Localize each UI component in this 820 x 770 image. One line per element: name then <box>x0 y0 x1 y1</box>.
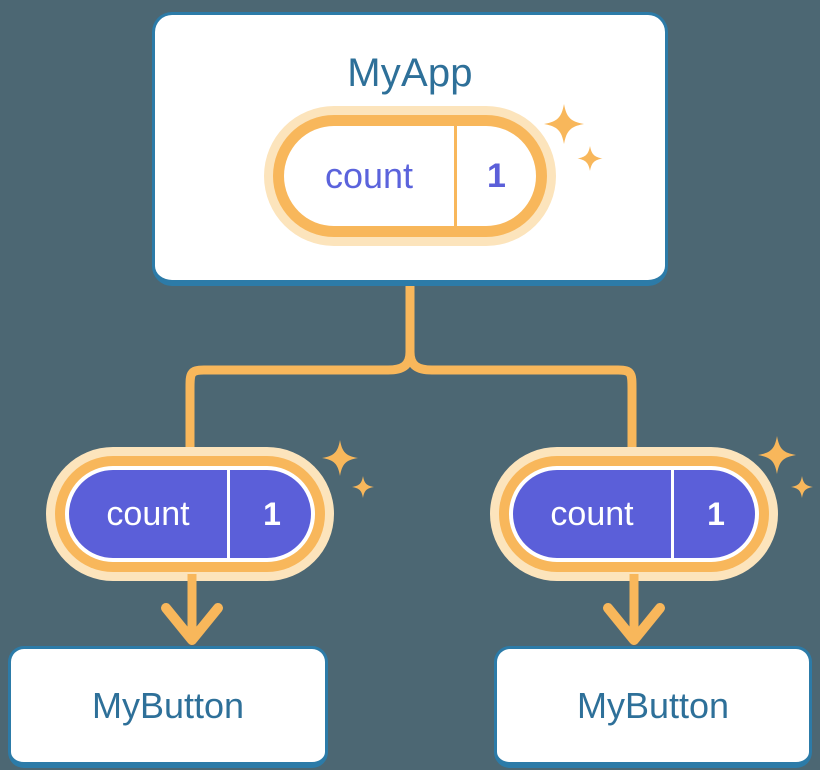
pill-divider <box>454 126 457 226</box>
state-key: count <box>550 495 634 533</box>
pill-body: count 1 <box>65 466 315 562</box>
state-value: 1 <box>487 157 506 195</box>
mybutton-state-pill-left[interactable]: count 1 <box>46 447 334 581</box>
state-key: count <box>324 155 414 196</box>
state-value: 1 <box>263 496 281 532</box>
state-key: count <box>106 495 190 533</box>
mybutton-label: MyButton <box>576 684 730 726</box>
state-value: 1 <box>707 496 725 532</box>
pill-divider <box>671 470 674 558</box>
mybutton-state-pill-right[interactable]: count 1 <box>490 447 778 581</box>
mybutton-label: MyButton <box>91 684 245 726</box>
pill-divider <box>227 470 230 558</box>
mybutton-card-left[interactable]: MyButton <box>8 646 328 768</box>
pill-body: count 1 <box>284 126 536 226</box>
myapp-state-pill[interactable]: count 1 <box>264 106 556 246</box>
pill-body: count 1 <box>509 466 759 562</box>
mybutton-card-right[interactable]: MyButton <box>494 646 812 768</box>
page-title: MyApp <box>347 51 473 95</box>
